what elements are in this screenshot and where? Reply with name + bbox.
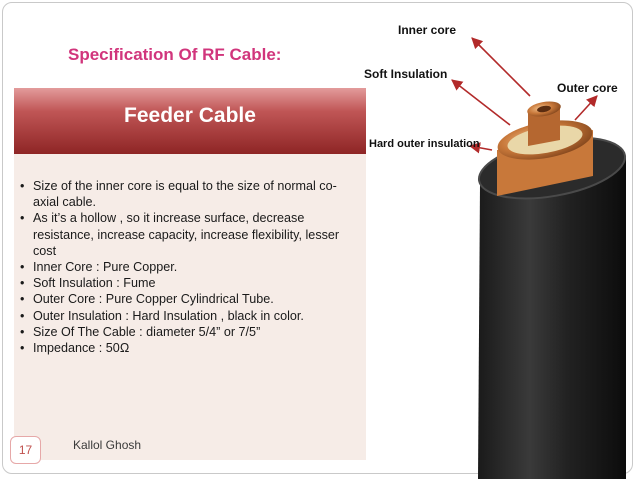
bullet-item: Outer Insulation : Hard Insulation , bla… xyxy=(20,308,360,324)
bullet-item: Size of the inner core is equal to the s… xyxy=(20,178,360,210)
arrow-hard-insulation xyxy=(468,142,493,154)
panel-header-title: Feeder Cable xyxy=(124,104,256,127)
arrow-soft-insulation xyxy=(451,79,511,126)
author-name: Kallol Ghosh xyxy=(73,438,142,452)
bullet-item: Inner Core : Pure Copper. xyxy=(20,259,360,275)
page-number: 17 xyxy=(10,436,41,464)
outer-jacket xyxy=(478,156,626,479)
label-inner-core: Inner core xyxy=(398,23,457,37)
label-hard-outer-insulation: Hard outer insulation xyxy=(369,138,480,150)
bullet-item: Impedance : 50Ω xyxy=(20,340,360,356)
bullet-item: Outer Core : Pure Copper Cylindrical Tub… xyxy=(20,291,360,307)
inner-core-hole xyxy=(537,105,551,113)
panel-header: Feeder Cable xyxy=(14,88,366,154)
label-outer-core: Outer core xyxy=(557,81,618,95)
bullet-item: Soft Insulation : Fume xyxy=(20,275,360,291)
bullet-item: Size Of The Cable : diameter 5/4” or 7/5… xyxy=(20,324,360,340)
slide-frame xyxy=(2,2,633,474)
bullet-item: As it’s a hollow , so it increase surfac… xyxy=(20,210,360,259)
arrow-inner-core xyxy=(471,37,531,97)
slide-title: Specification Of RF Cable: xyxy=(68,45,282,64)
bullet-list: Size of the inner core is equal to the s… xyxy=(20,178,360,356)
label-soft-insulation: Soft Insulation xyxy=(364,67,448,81)
arrow-outer-core xyxy=(574,95,598,121)
